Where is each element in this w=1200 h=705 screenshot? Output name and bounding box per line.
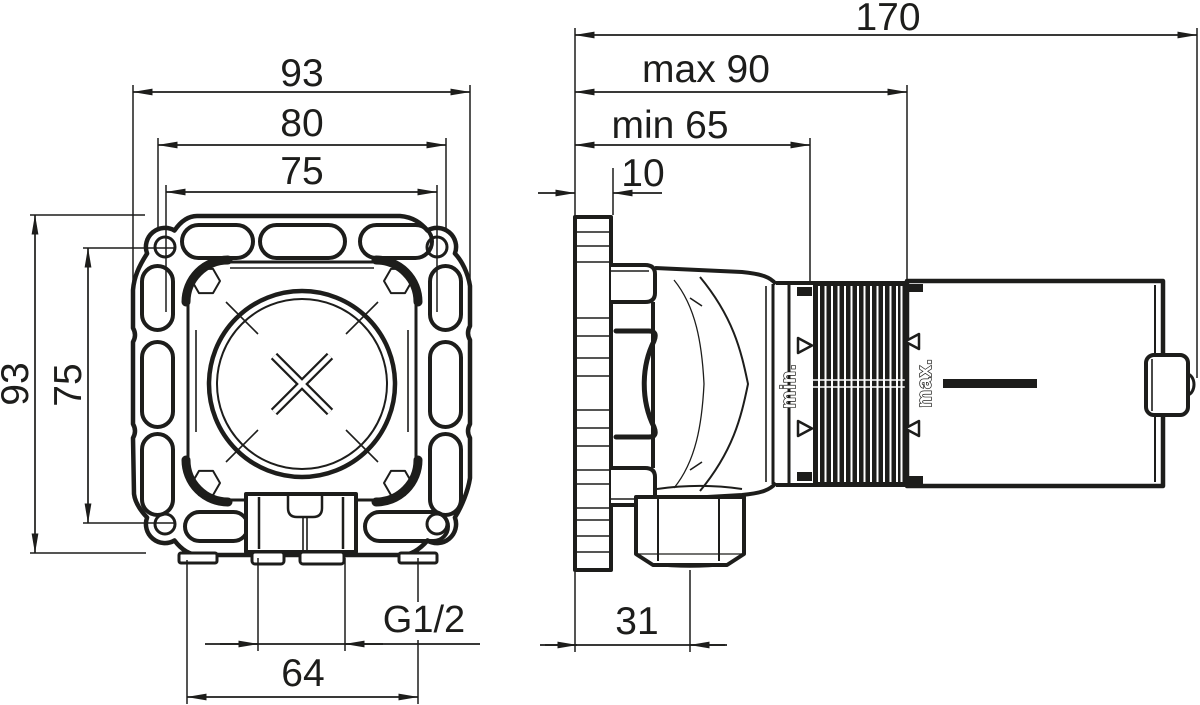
- lug-screw-heads: [191, 267, 413, 497]
- side-view-dimensions: 170 max 90 min 65 10 31 min. max.: [538, 0, 1198, 652]
- wall-flange: [573, 215, 613, 572]
- label-height-outer: 93: [0, 362, 37, 405]
- label-width-outer: 93: [280, 52, 323, 95]
- valve-body-side: [613, 266, 906, 502]
- function-block: [206, 288, 398, 480]
- cover-tab: [1144, 353, 1190, 417]
- min-ratchet-markers: [796, 287, 814, 481]
- label-outlet-spacing: 64: [281, 652, 324, 695]
- spindle: [943, 379, 1037, 388]
- label-width-slots: 80: [280, 102, 323, 145]
- ribbed-depth-zone: [813, 284, 905, 484]
- anchoring-slots: [140, 223, 463, 543]
- label-max-marker: max.: [914, 358, 936, 408]
- front-view: [130, 213, 473, 566]
- front-view-dimensions: 93 80 75 93 75 G1/2 64: [0, 52, 480, 704]
- side-view: [573, 215, 1196, 572]
- label-depth-max: max 90: [642, 48, 770, 91]
- plate-foot-left: [177, 551, 219, 565]
- mounting-bosses: [611, 263, 657, 507]
- label-depth-min: min 65: [611, 104, 728, 147]
- label-min-marker: min.: [778, 363, 800, 408]
- label-outlet-offset: 31: [615, 600, 658, 643]
- cross-mark: [270, 352, 334, 416]
- label-width-holes: 75: [280, 150, 323, 193]
- bottom-outlet-front: [244, 492, 358, 566]
- label-thread: G1/2: [383, 599, 465, 641]
- housing-corner-lugs: [181, 255, 423, 507]
- label-height-holes: 75: [47, 363, 90, 406]
- label-flange-thickness: 10: [621, 152, 664, 195]
- bottom-outlet-side: [634, 485, 746, 568]
- label-depth-total: 170: [855, 0, 920, 39]
- protective-cover: [903, 278, 1196, 489]
